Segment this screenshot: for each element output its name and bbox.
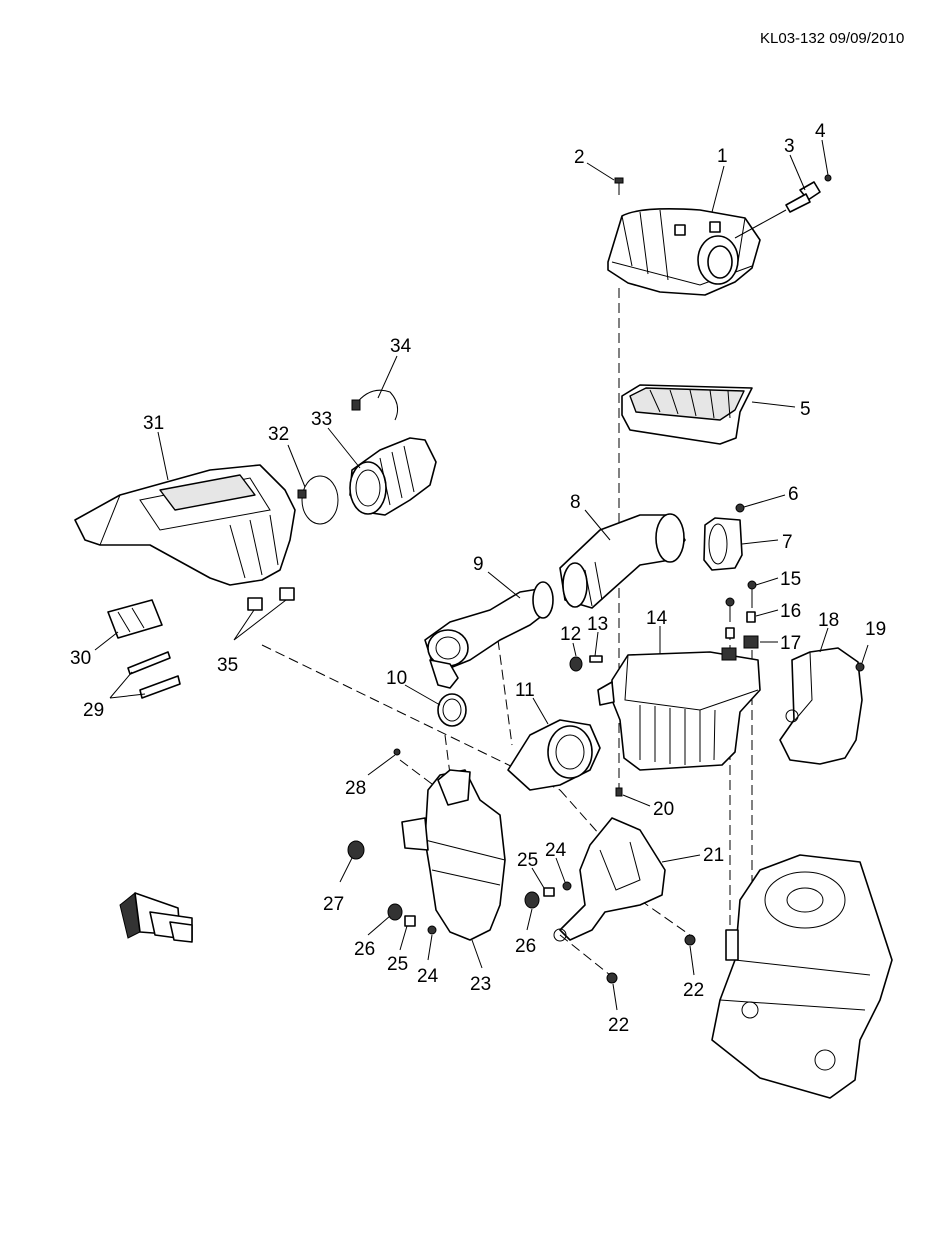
callout-35: 35 xyxy=(217,655,238,676)
document-code: KL03-132 09/09/2010 xyxy=(760,30,905,47)
part-11-seal xyxy=(507,719,601,791)
callout-3: 3 xyxy=(784,136,795,157)
callout-28: 28 xyxy=(345,778,366,799)
part-23-resonator xyxy=(401,769,506,941)
callout-21: 21 xyxy=(703,845,724,866)
part-6-clip xyxy=(735,503,745,513)
part-21-bracket xyxy=(553,817,666,942)
part-2-bolt xyxy=(614,177,624,195)
part-8-intake-duct xyxy=(559,513,686,609)
part-3-sensor xyxy=(734,181,821,239)
callout-25-right: 25 xyxy=(517,850,538,871)
callout-25-left: 25 xyxy=(387,954,408,975)
callout-labels: 1 2 3 4 5 6 7 8 9 10 11 12 13 14 15 16 1… xyxy=(70,121,886,1036)
part-31-engine-cover xyxy=(74,464,296,586)
callout-10: 10 xyxy=(386,668,407,689)
callout-30: 30 xyxy=(70,648,91,669)
callout-13: 13 xyxy=(587,614,608,635)
callout-34: 34 xyxy=(390,336,412,357)
callout-22-bottom: 22 xyxy=(608,1015,629,1036)
callout-31: 31 xyxy=(143,413,164,434)
engine-block xyxy=(711,854,893,1099)
callout-24-right: 24 xyxy=(545,840,567,861)
part-28-screw xyxy=(393,748,401,756)
part-34-clamp xyxy=(351,389,399,421)
callout-12: 12 xyxy=(560,624,581,645)
callout-4: 4 xyxy=(815,121,826,142)
part-14-air-cleaner-housing xyxy=(597,651,761,771)
callout-26-right: 26 xyxy=(515,936,536,957)
callout-33: 33 xyxy=(311,409,332,430)
front-indicator-icon xyxy=(119,892,193,943)
part-20-clip xyxy=(615,787,623,797)
callout-18: 18 xyxy=(818,610,839,631)
part-19-screw xyxy=(855,662,865,672)
callout-1: 1 xyxy=(717,146,728,167)
callout-26-left: 26 xyxy=(354,939,375,960)
part-12-grommet xyxy=(569,656,583,672)
part-13-pin xyxy=(589,655,603,663)
part-25-spacer xyxy=(404,887,555,927)
part-18-heat-shield xyxy=(779,647,863,765)
callout-29: 29 xyxy=(83,700,104,721)
callout-9: 9 xyxy=(473,554,484,575)
callout-20: 20 xyxy=(653,799,674,820)
part-27-grommet xyxy=(347,840,365,860)
part-35-grommet xyxy=(247,587,295,611)
callout-22-lower-right: 22 xyxy=(683,980,704,1001)
callout-23: 23 xyxy=(470,974,491,995)
callout-16: 16 xyxy=(780,601,801,622)
part-22-bolt xyxy=(606,934,696,984)
callout-11: 11 xyxy=(515,680,535,701)
leader-lines xyxy=(94,139,869,1011)
part-17-grommet xyxy=(721,635,759,661)
part-1-air-cleaner-cover xyxy=(607,208,761,296)
callout-6: 6 xyxy=(788,484,799,505)
part-33-intake-boot xyxy=(349,437,437,516)
callout-27: 27 xyxy=(323,894,344,915)
callout-14: 14 xyxy=(646,608,668,629)
part-10-clamp-ring xyxy=(437,693,467,727)
part-7-duct-adapter xyxy=(703,517,743,571)
callout-19: 19 xyxy=(865,619,886,640)
callout-5: 5 xyxy=(800,399,811,420)
callout-17: 17 xyxy=(780,633,801,654)
part-16-spacer xyxy=(725,611,756,639)
part-30-bracket xyxy=(107,599,163,639)
part-9-resonator-duct xyxy=(424,581,554,689)
part-15-bolt xyxy=(725,580,757,622)
part-5-air-filter xyxy=(621,384,753,445)
part-32-clamp xyxy=(297,475,339,525)
callout-2: 2 xyxy=(574,147,585,168)
part-24-bolt xyxy=(427,881,572,935)
part-29-pin xyxy=(127,651,181,699)
callout-15: 15 xyxy=(780,569,801,590)
part-4-screw xyxy=(824,174,832,182)
callout-7: 7 xyxy=(782,532,793,553)
callout-8: 8 xyxy=(570,492,581,513)
callout-24-left: 24 xyxy=(417,966,439,987)
callout-32: 32 xyxy=(268,424,289,445)
part-26-grommet xyxy=(387,891,540,921)
